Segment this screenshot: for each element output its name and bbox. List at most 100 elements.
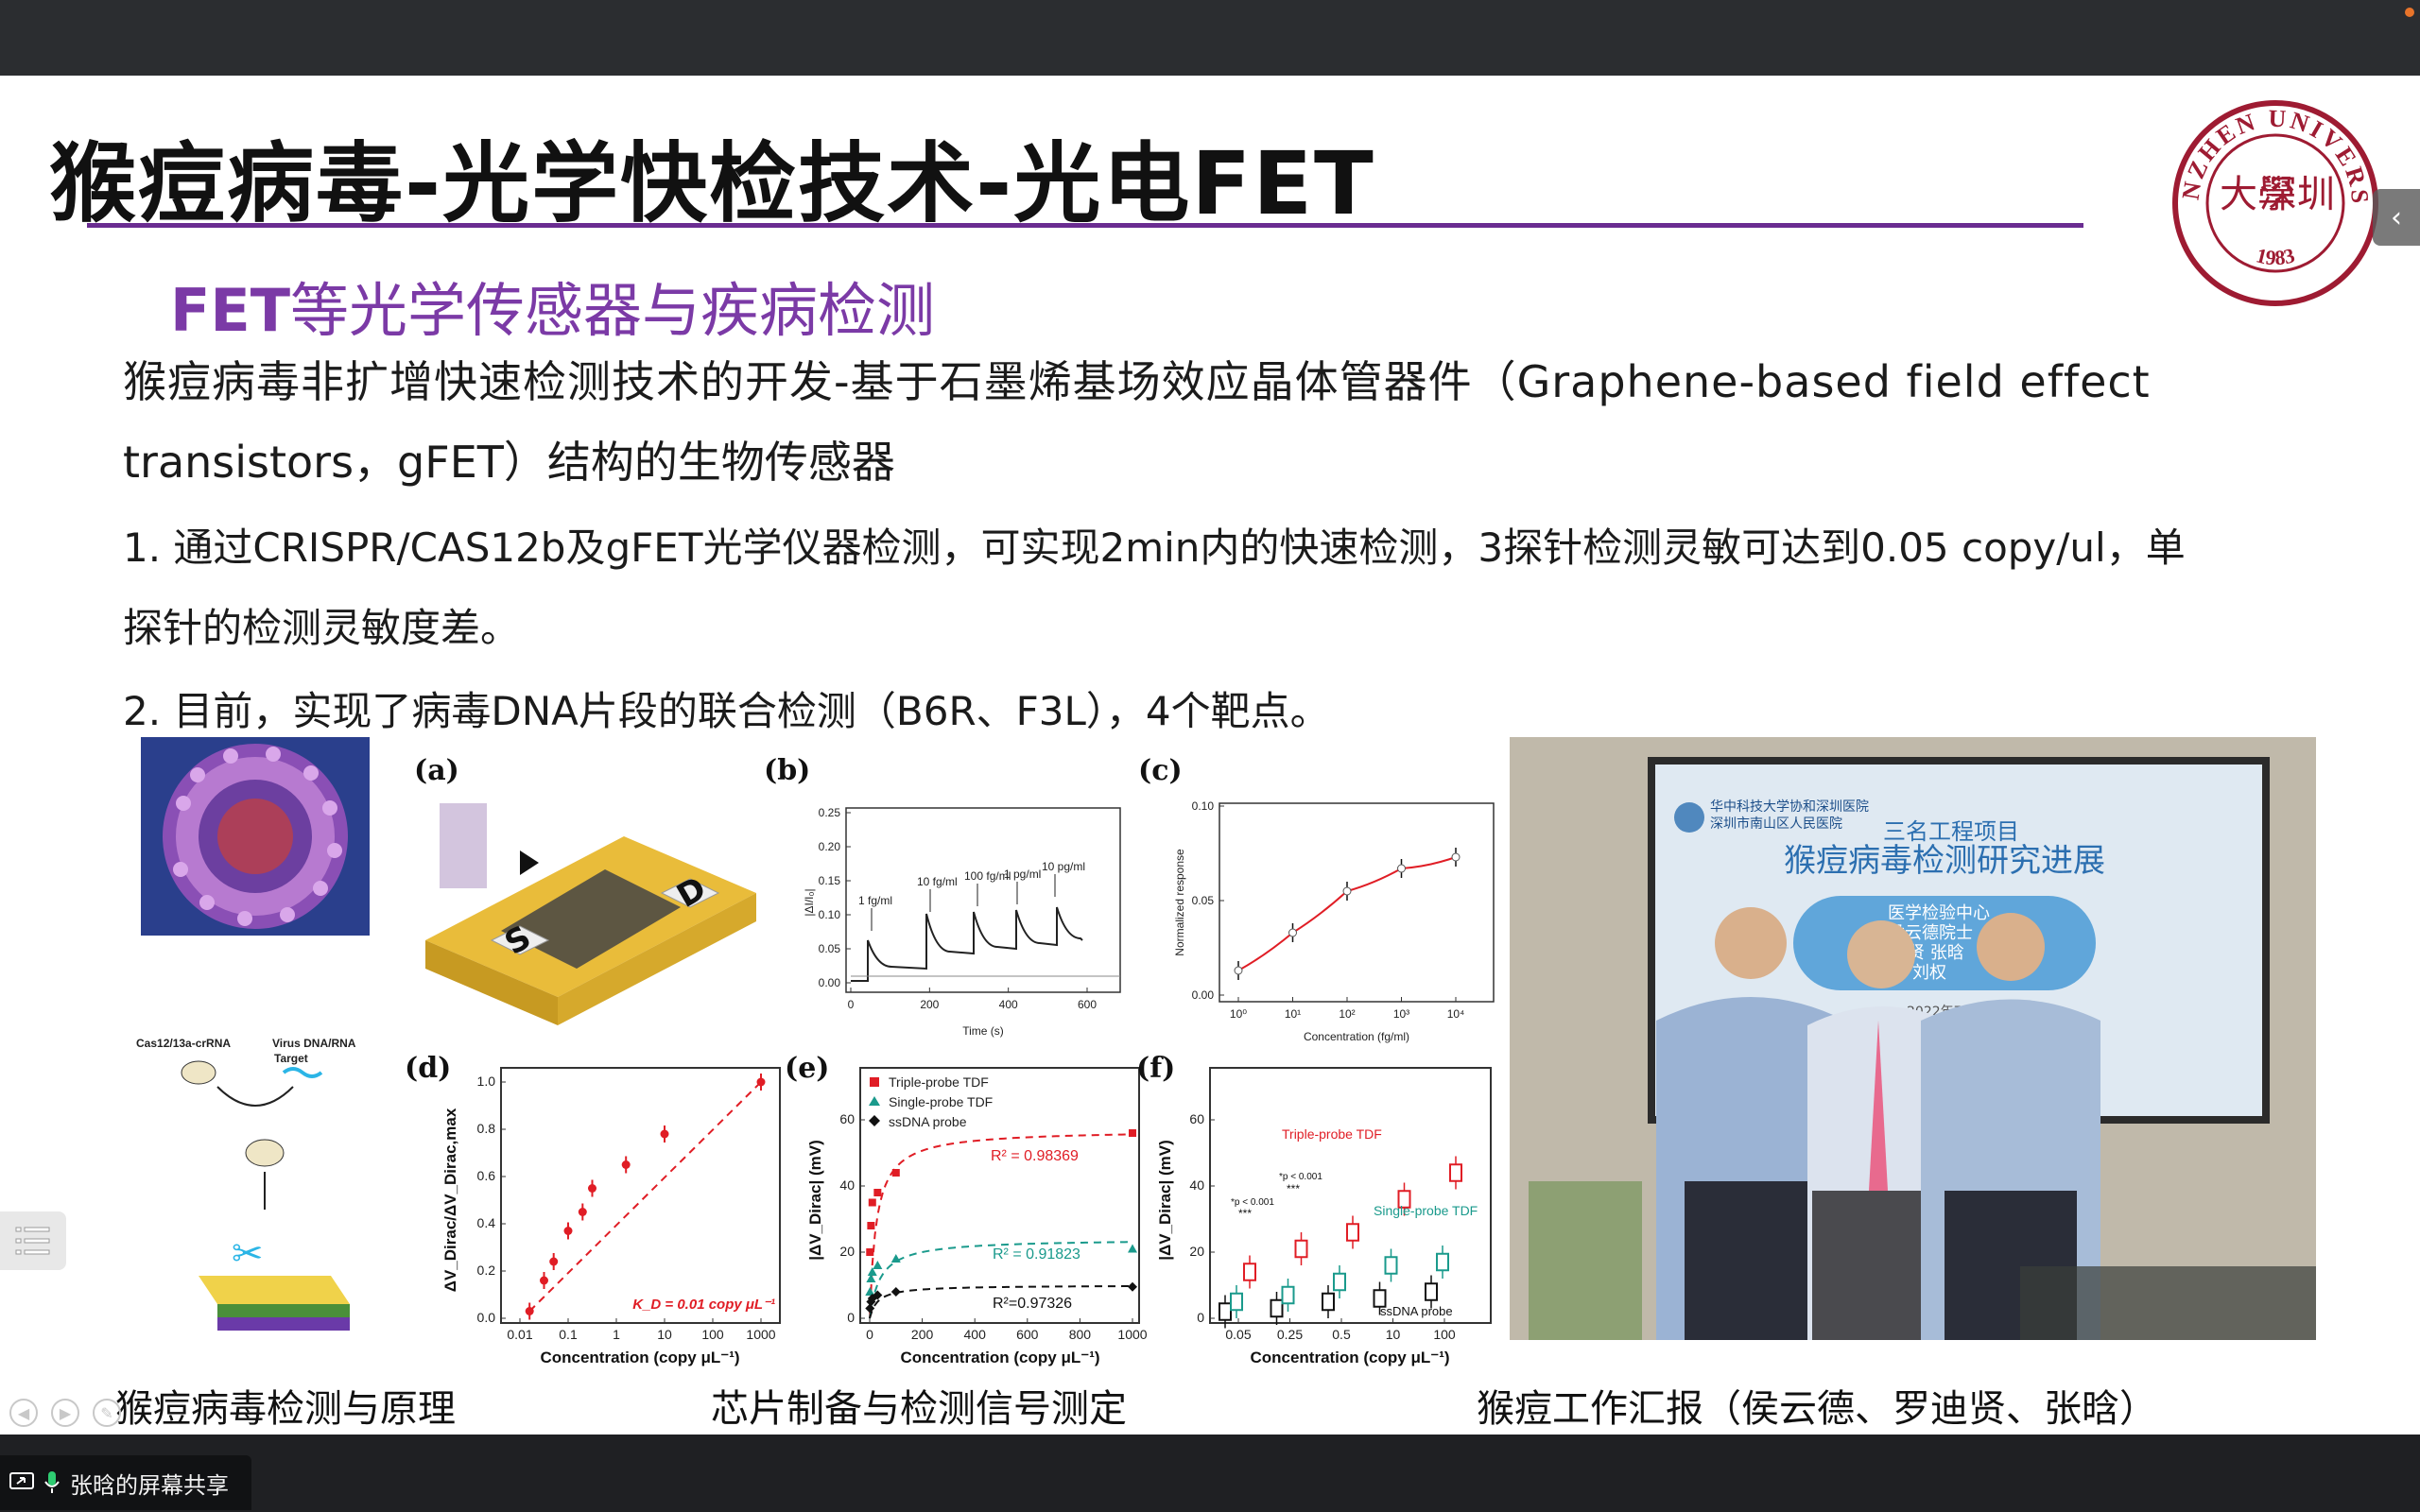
- d-point-5: [588, 1184, 596, 1193]
- intro-paragraph: 猴痘病毒非扩增快速检测技术的开发-基于石墨烯基场效应晶体管器件（Graphene…: [123, 342, 2344, 503]
- panel-e-ylabel: |ΔV_Dirac| (mV): [806, 1140, 824, 1261]
- e-point-1-3: [873, 1261, 883, 1269]
- panel-e-label: (e): [785, 1052, 829, 1085]
- b-xtick-0: 0: [848, 998, 855, 1011]
- c-point-0: [1234, 966, 1243, 975]
- photo-screen-line-1: 华中科技大学协和深圳医院: [1710, 799, 1869, 815]
- pen-icon[interactable]: ✎: [93, 1399, 121, 1427]
- next-slide-icon[interactable]: ▶: [51, 1399, 79, 1427]
- f-ytick-2: 40: [1189, 1177, 1204, 1193]
- e-point-1-1: [866, 1274, 876, 1282]
- e-point-2-5: [1128, 1281, 1137, 1292]
- prev-slide-icon[interactable]: ◀: [9, 1399, 38, 1427]
- c-ytick-2: 0.10: [1192, 799, 1215, 813]
- c-xtick-3: 10³: [1393, 1007, 1409, 1021]
- panel-d-xlabel: Concentration (copy μL⁻¹): [540, 1349, 739, 1366]
- c-ytick-0: 0.00: [1192, 988, 1215, 1002]
- e-r2-1: R² = 0.91823: [993, 1246, 1080, 1263]
- photo-screen-line-2: 深圳市南山区人民医院: [1710, 816, 1842, 832]
- panel-c-ylabel: Normalized response: [1173, 849, 1186, 956]
- e-point-2-4: [890, 1287, 901, 1297]
- e-legend-1: Single-probe TDF: [889, 1094, 993, 1109]
- b-annotation-0: 1 fg/ml: [858, 894, 892, 907]
- caption-left: 猴痘病毒检测与原理: [115, 1387, 456, 1431]
- intro-line-1: 猴痘病毒非扩增快速检测技术的开发-基于石墨烯基场效应晶体管器件（Graphene…: [123, 356, 2151, 407]
- b-xtick-1: 200: [920, 998, 939, 1011]
- logo-center-text-2: 深圳: [2259, 173, 2335, 216]
- c-point-1: [1288, 928, 1297, 937]
- panel-b-ylabel: |ΔI/I₀|: [803, 888, 816, 916]
- photo-screen-project: 三名工程项目: [1883, 818, 2019, 845]
- crispr-label-1: Cas12/13a-crRNA: [136, 1037, 231, 1050]
- subtitle-bold: FET: [170, 276, 290, 345]
- panel-e-legend: Triple-probe TDF Single-probe TDF ssDNA …: [869, 1074, 993, 1129]
- f-sig-2: *p < 0.001: [1279, 1172, 1322, 1182]
- f-ytick-1: 20: [1189, 1244, 1204, 1259]
- f-xtick-3: 10: [1386, 1327, 1401, 1342]
- panel-b-label: (b): [764, 754, 810, 787]
- c-point-4: [1451, 852, 1461, 862]
- crispr-label-3: Target: [274, 1052, 308, 1065]
- f-box-ssdna-0: [1219, 1302, 1232, 1321]
- f-xtick-0: 0.05: [1225, 1327, 1251, 1342]
- screen-share-icon: [9, 1472, 34, 1489]
- meeting-bottom-bar: [0, 1435, 2420, 1512]
- title-divider: [87, 223, 2083, 228]
- d-point-0: [525, 1307, 534, 1315]
- e-xtick-3: 600: [1016, 1327, 1039, 1342]
- person-right: [1921, 913, 2100, 1340]
- e-point-0-3: [873, 1189, 882, 1196]
- f-box-single-0: [1230, 1292, 1243, 1312]
- e-xtick-0: 0: [866, 1327, 873, 1342]
- b-ytick-5: 0.25: [819, 806, 841, 819]
- f-box-ssdna-1: [1270, 1298, 1284, 1318]
- f-box-triple-2: [1346, 1223, 1359, 1242]
- point-1-line-2: 探针的检测灵敏度差。: [123, 605, 521, 651]
- b-xtick-3: 600: [1078, 998, 1097, 1011]
- d-point-4: [578, 1208, 587, 1216]
- e-point-0-5: [1129, 1129, 1136, 1137]
- slide-list-button[interactable]: [0, 1211, 66, 1270]
- d-point-7: [660, 1129, 669, 1139]
- c-xtick-1: 10¹: [1285, 1007, 1301, 1021]
- f-xtick-4: 100: [1433, 1327, 1456, 1342]
- c-xtick-4: 10⁴: [1447, 1007, 1465, 1021]
- e-point-0-2: [868, 1198, 876, 1207]
- b-ytick-1: 0.05: [819, 942, 841, 955]
- d-ytick-2: 0.4: [477, 1215, 496, 1230]
- panel-c-label: (c): [1138, 754, 1183, 787]
- slide-nav: ◀ ▶ ✎: [9, 1399, 121, 1427]
- c-point-2: [1342, 886, 1352, 896]
- b-ytick-4: 0.20: [819, 840, 841, 853]
- f-box-ssdna-2: [1322, 1292, 1335, 1312]
- f-box-ssdna-4: [1425, 1282, 1438, 1301]
- f-box-single-1: [1281, 1285, 1295, 1305]
- b-ytick-2: 0.10: [819, 908, 841, 921]
- d-xtick-4: 100: [701, 1327, 724, 1342]
- b-ytick-0: 0.00: [819, 976, 841, 989]
- photo-screen-dept: 医学检验中心: [1888, 903, 1990, 923]
- b-annotation-4: 10 pg/ml: [1042, 860, 1085, 873]
- screen-share-indicator[interactable]: 张晗的屏幕共享: [0, 1455, 251, 1510]
- subtitle-rest: 等光学传感器与疾病检测: [290, 276, 936, 345]
- e-r2-2: R²=0.97326: [993, 1296, 1072, 1312]
- e-xtick-5: 1000: [1117, 1327, 1147, 1342]
- d-ytick-1: 0.2: [477, 1263, 496, 1278]
- virus-image: [141, 737, 370, 936]
- e-ytick-1: 20: [839, 1244, 855, 1259]
- e-ytick-2: 40: [839, 1177, 855, 1193]
- point-1: 1. 通过CRISPR/CAS12b及gFET光学仪器检测，可实现2min内的快…: [123, 507, 2344, 668]
- panel-d-ylabel: ΔV_Dirac/ΔV_Dirac,max: [441, 1108, 459, 1292]
- e-xtick-2: 400: [964, 1327, 987, 1342]
- collapse-panel-button[interactable]: ‹: [2373, 189, 2420, 246]
- d-xtick-0: 0.01: [507, 1327, 532, 1342]
- f-stars-2: ***: [1287, 1182, 1300, 1195]
- e-xtick-1: 200: [911, 1327, 934, 1342]
- e-point-2-3: [873, 1290, 883, 1300]
- d-ytick-0: 0.0: [477, 1310, 496, 1325]
- list-icon: [15, 1227, 50, 1255]
